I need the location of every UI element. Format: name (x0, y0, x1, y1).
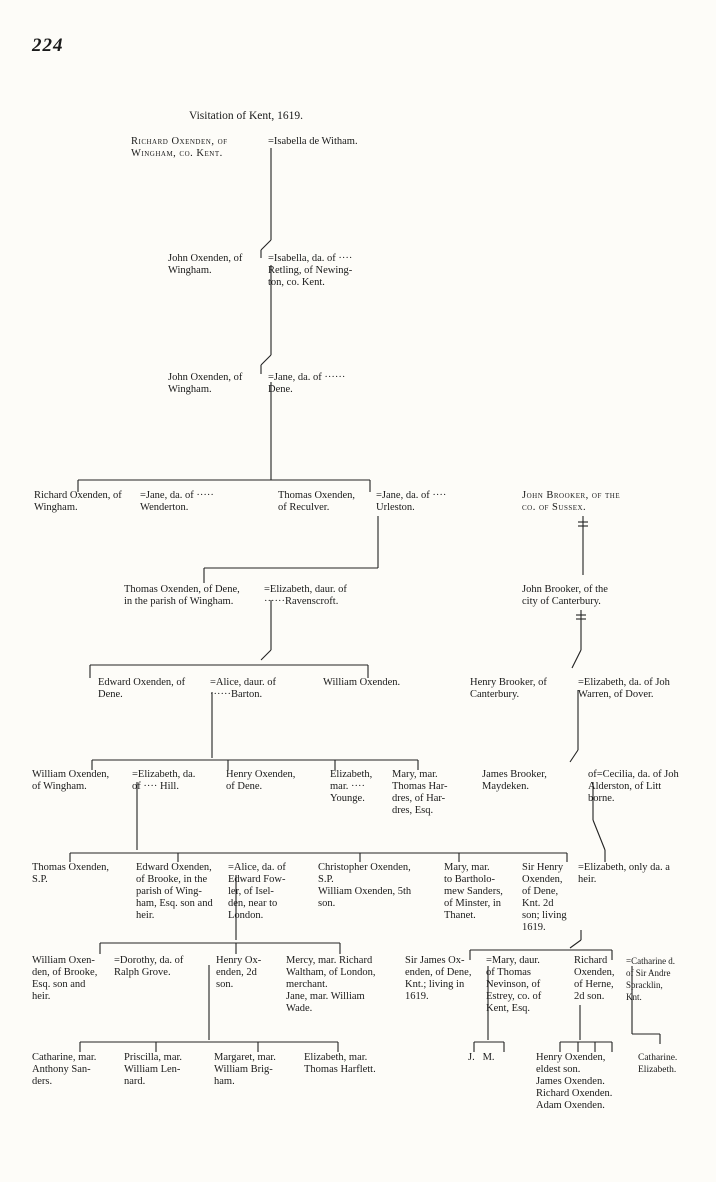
entry-william-oxenden-5th: William Oxenden, 5th son. (318, 886, 412, 909)
entry-william-oxenden: William Oxenden. (323, 677, 401, 688)
entry-richard-oxenden-sr: Richard Oxenden, of Wingham, co. Kent. (131, 136, 228, 159)
entry-isabella-retling: =Isabella, da. of ···· Retling, of Newin… (268, 253, 353, 288)
entry-william-oxenden-brooke: William Oxen- den, of Brooke, Esq. son a… (32, 955, 98, 1002)
entry-j-m: J. M. (468, 1052, 495, 1063)
pedigree-heading: Visitation of Kent, 1619. (189, 110, 303, 122)
entry-mary-hardres: Mary, mar. Thomas Har- dres, of Har- dre… (392, 769, 448, 816)
entry-elizabeth-younge: Elizabeth, mar. ···· Younge. (330, 769, 373, 804)
entry-elizabeth-hill: =Elizabeth, da. of ···· Hill. (132, 769, 196, 792)
entry-thomas-reculver: Thomas Oxenden, of Reculver. (278, 490, 355, 513)
page-number: 224 (32, 35, 64, 56)
entry-henry-brooker: Henry Brooker, of Canterbury. (470, 677, 547, 700)
entry-richard-oxenden-jr: Richard Oxenden, of Wingham. (34, 490, 122, 513)
entry-john-oxenden-2: John Oxenden, of Wingham. (168, 372, 243, 395)
entry-mary-nevinson: =Mary, daur. of Thomas Nevinson, of Estr… (486, 955, 542, 1014)
entry-john-brooker-canterbury: John Brooker, of the city of Canterbury. (522, 584, 608, 607)
entry-catharine-sanders: Catharine, mar. Anthony San- ders. (32, 1052, 97, 1087)
entry-elizabeth-harflett: Elizabeth, mar. Thomas Harflett. (304, 1052, 376, 1075)
entry-elizabeth-warren: =Elizabeth, da. of Joh Warren, of Dover. (578, 677, 670, 700)
entry-thomas-oxenden-dene: Thomas Oxenden, of Dene, in the parish o… (124, 584, 240, 607)
entry-james-brooker: James Brooker, Maydeken. (482, 769, 547, 792)
entry-jane-wenderton: =Jane, da. of ····· Wenderton. (140, 490, 214, 513)
entry-sir-james-oxenden: Sir James Ox- enden, of Dene, Knt.; livi… (405, 955, 472, 1002)
entry-priscilla-lennard: Priscilla, mar. William Len- nard. (124, 1052, 183, 1087)
entry-mary-sanders: Mary, mar. to Bartholo- mew Sanders, of … (444, 862, 503, 921)
entry-henry-oxenden-eldest: Henry Oxenden, eldest son. James Oxenden… (536, 1052, 613, 1111)
entry-jane-urleston: =Jane, da. of ···· Urleston. (376, 490, 447, 513)
entry-alice-fowler: =Alice, da. of Edward Fow- ler, of Isel-… (228, 862, 286, 921)
entry-thomas-oxenden-sp: Thomas Oxenden, S.P. (32, 862, 109, 885)
entry-edward-oxenden-dene: Edward Oxenden, of Dene. (98, 677, 186, 700)
entry-sir-henry-oxenden: Sir Henry Oxenden, of Dene, Knt. 2d son;… (522, 862, 567, 933)
entry-dorothy-grove: =Dorothy, da. of Ralph Grove. (114, 955, 184, 978)
entry-isabella-de-witham: =Isabella de Witham. (268, 136, 358, 147)
entry-john-oxenden-1: John Oxenden, of Wingham. (168, 253, 243, 276)
entry-jane-dene: =Jane, da. of ······ Dene. (268, 372, 346, 395)
entry-henry-oxenden-2d: Henry Ox- enden, 2d son. (216, 955, 262, 990)
entry-elizabeth-ravenscroft: =Elizabeth, daur. of ······Ravenscroft. (264, 584, 347, 607)
entry-christopher-oxenden: Christopher Oxenden, S.P. (318, 862, 411, 885)
entry-elizabeth-heir: =Elizabeth, only da. a heir. (578, 862, 670, 885)
entry-catharine-spracklin: =Catharine d. of Sir Andre Spracklin, Kn… (626, 956, 676, 1002)
entry-edward-oxenden-brooke: Edward Oxenden, of Brooke, in the parish… (136, 862, 213, 921)
entry-cecilia-alderston: of=Cecilia, da. of Joh Alderston, of Lit… (588, 769, 679, 804)
entry-richard-oxenden-herne: Richard Oxenden, of Herne, 2d son. (574, 955, 615, 1002)
entry-mercy-waltham: Mercy, mar. Richard Waltham, of London, … (286, 955, 376, 1014)
entry-william-oxenden-wingham: William Oxenden, of Wingham. (32, 769, 110, 792)
entry-henry-oxenden-dene: Henry Oxenden, of Dene. (226, 769, 296, 792)
entry-alice-barton: =Alice, daur. of ······Barton. (210, 677, 276, 700)
entry-john-brooker-sussex: John Brooker, of the co. of Sussex. (522, 490, 621, 513)
entry-catharine-elizabeth: Catharine. Elizabeth. (638, 1053, 678, 1075)
entry-margaret-brigham: Margaret, mar. William Brig- ham. (214, 1052, 276, 1087)
